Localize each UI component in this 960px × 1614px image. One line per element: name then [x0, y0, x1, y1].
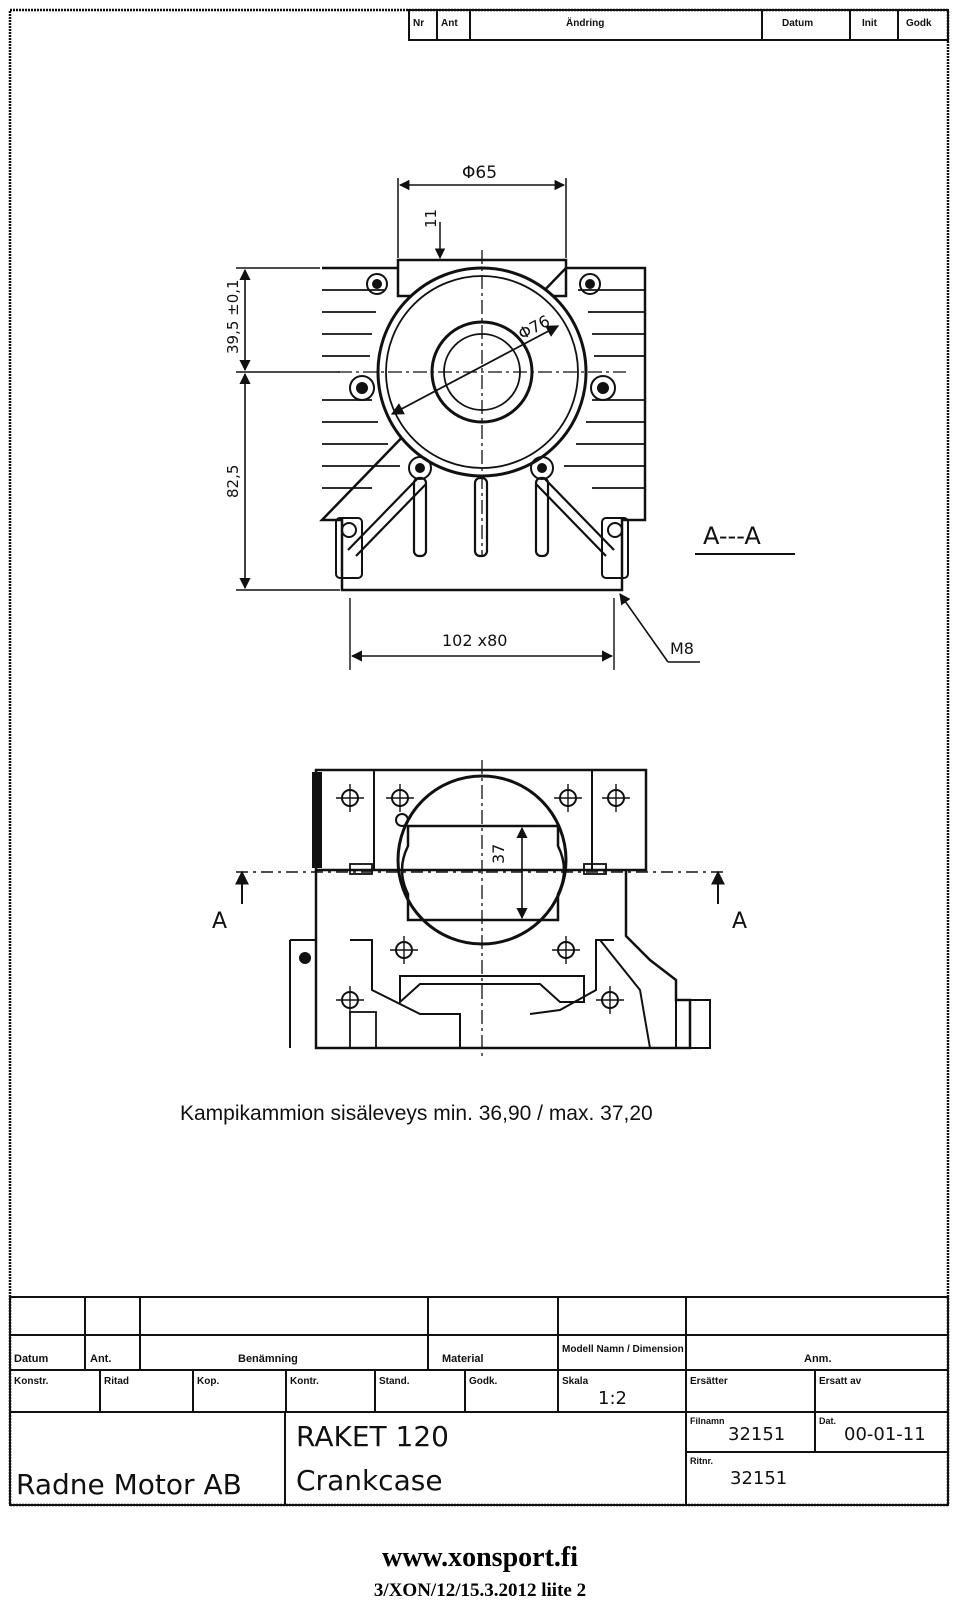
tb-datum: Datum	[14, 1353, 48, 1365]
front-view	[235, 760, 725, 1060]
tb-ritad: Ritad	[104, 1376, 129, 1387]
title-block-labels: Datum Ant. Benämning Material Modell Nam…	[14, 1344, 926, 1501]
tb-filnamn-value: 32151	[728, 1424, 785, 1445]
tb-ritnr-label: Ritnr.	[690, 1456, 713, 1466]
tb-ant: Ant.	[90, 1353, 111, 1365]
rev-ant: Ant	[441, 18, 458, 29]
dim-11: 11	[422, 209, 440, 228]
rev-godk: Godk	[906, 18, 932, 29]
dim-phi65: Φ65	[462, 163, 497, 183]
dim-39-5: 39,5 ±0,1	[224, 279, 242, 354]
section-mark-left: A	[212, 909, 227, 934]
tb-stand: Stand.	[379, 1376, 410, 1387]
title-block	[9, 1296, 949, 1506]
tb-company: Radne Motor AB	[16, 1468, 242, 1501]
section-label: A---A	[703, 522, 761, 550]
tb-skala-label: Skala	[562, 1376, 589, 1387]
tb-ritnr-value: 32151	[730, 1468, 787, 1489]
tb-dat-label: Dat.	[819, 1416, 836, 1426]
dim-102x80: 102 x80	[442, 631, 507, 650]
tb-skala-value: 1:2	[598, 1388, 627, 1409]
tb-anm: Anm.	[804, 1353, 832, 1365]
rev-andring: Ändring	[566, 16, 604, 29]
caption-inner-width: Kampikammion sisäleveys min. 36,90 / max…	[180, 1102, 653, 1125]
dim-m8: M8	[670, 639, 694, 658]
tb-dat-value: 00-01-11	[844, 1424, 926, 1445]
rev-nr: Nr	[413, 18, 424, 29]
tb-part: Crankcase	[296, 1464, 443, 1497]
tb-filnamn-label: Filnamn	[690, 1416, 725, 1426]
tb-ersatt-av: Ersatt av	[819, 1376, 862, 1387]
tb-konstr: Konstr.	[14, 1376, 49, 1387]
section-view-a-a	[236, 178, 795, 670]
tb-ersatter: Ersätter	[690, 1376, 728, 1387]
tb-kontr: Kontr.	[290, 1376, 319, 1387]
tb-modell-dimension: Modell Namn / Dimension	[562, 1344, 684, 1355]
tb-product: RAKET 120	[296, 1420, 449, 1453]
dim-82-5: 82,5	[224, 465, 242, 498]
footer-reference: 3/XON/12/15.3.2012 liite 2	[373, 1580, 587, 1601]
sheet-border	[8, 8, 950, 1507]
revision-table: Nr Ant Ändring Datum Init Godk	[408, 9, 949, 41]
dim-37: 37	[489, 844, 508, 864]
section-mark-right: A	[732, 909, 747, 934]
tb-godk: Godk.	[469, 1376, 498, 1387]
rev-datum: Datum	[782, 18, 813, 29]
tb-material: Material	[442, 1353, 484, 1365]
rev-init: Init	[862, 18, 878, 29]
footer-url: www.xonsport.fi	[381, 1542, 578, 1573]
tb-kop: Kop.	[197, 1376, 219, 1387]
tb-benamning: Benämning	[238, 1353, 298, 1365]
